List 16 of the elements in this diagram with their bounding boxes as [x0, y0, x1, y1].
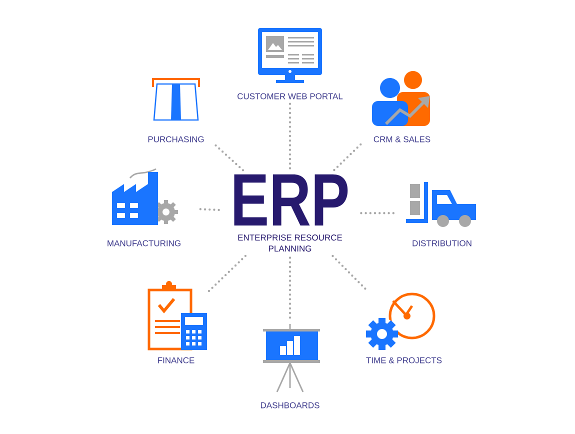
erp-title: ERP ENTERPRISE RESOURCE PLANNING	[234, 174, 348, 252]
module-label: MANUFACTURING	[108, 240, 180, 246]
module-label: FINANCE	[158, 357, 194, 364]
dotted-line	[197, 208, 220, 212]
module-label: TIME & PROJECTS	[366, 357, 442, 364]
module-label: PURCHASING	[148, 136, 204, 142]
dotted-line	[288, 100, 292, 170]
module-label: CRM & SALES	[374, 136, 430, 142]
dotted-line	[360, 212, 396, 214]
dotted-line	[288, 256, 292, 322]
module-label: DISTRIBUTION	[412, 240, 472, 246]
module-label: CUSTOMER WEB PORTAL	[238, 93, 343, 100]
dotted-line	[333, 142, 362, 172]
dotted-line	[332, 254, 368, 292]
module-label: DASHBOARDS	[260, 402, 320, 408]
dotted-line	[212, 142, 244, 172]
